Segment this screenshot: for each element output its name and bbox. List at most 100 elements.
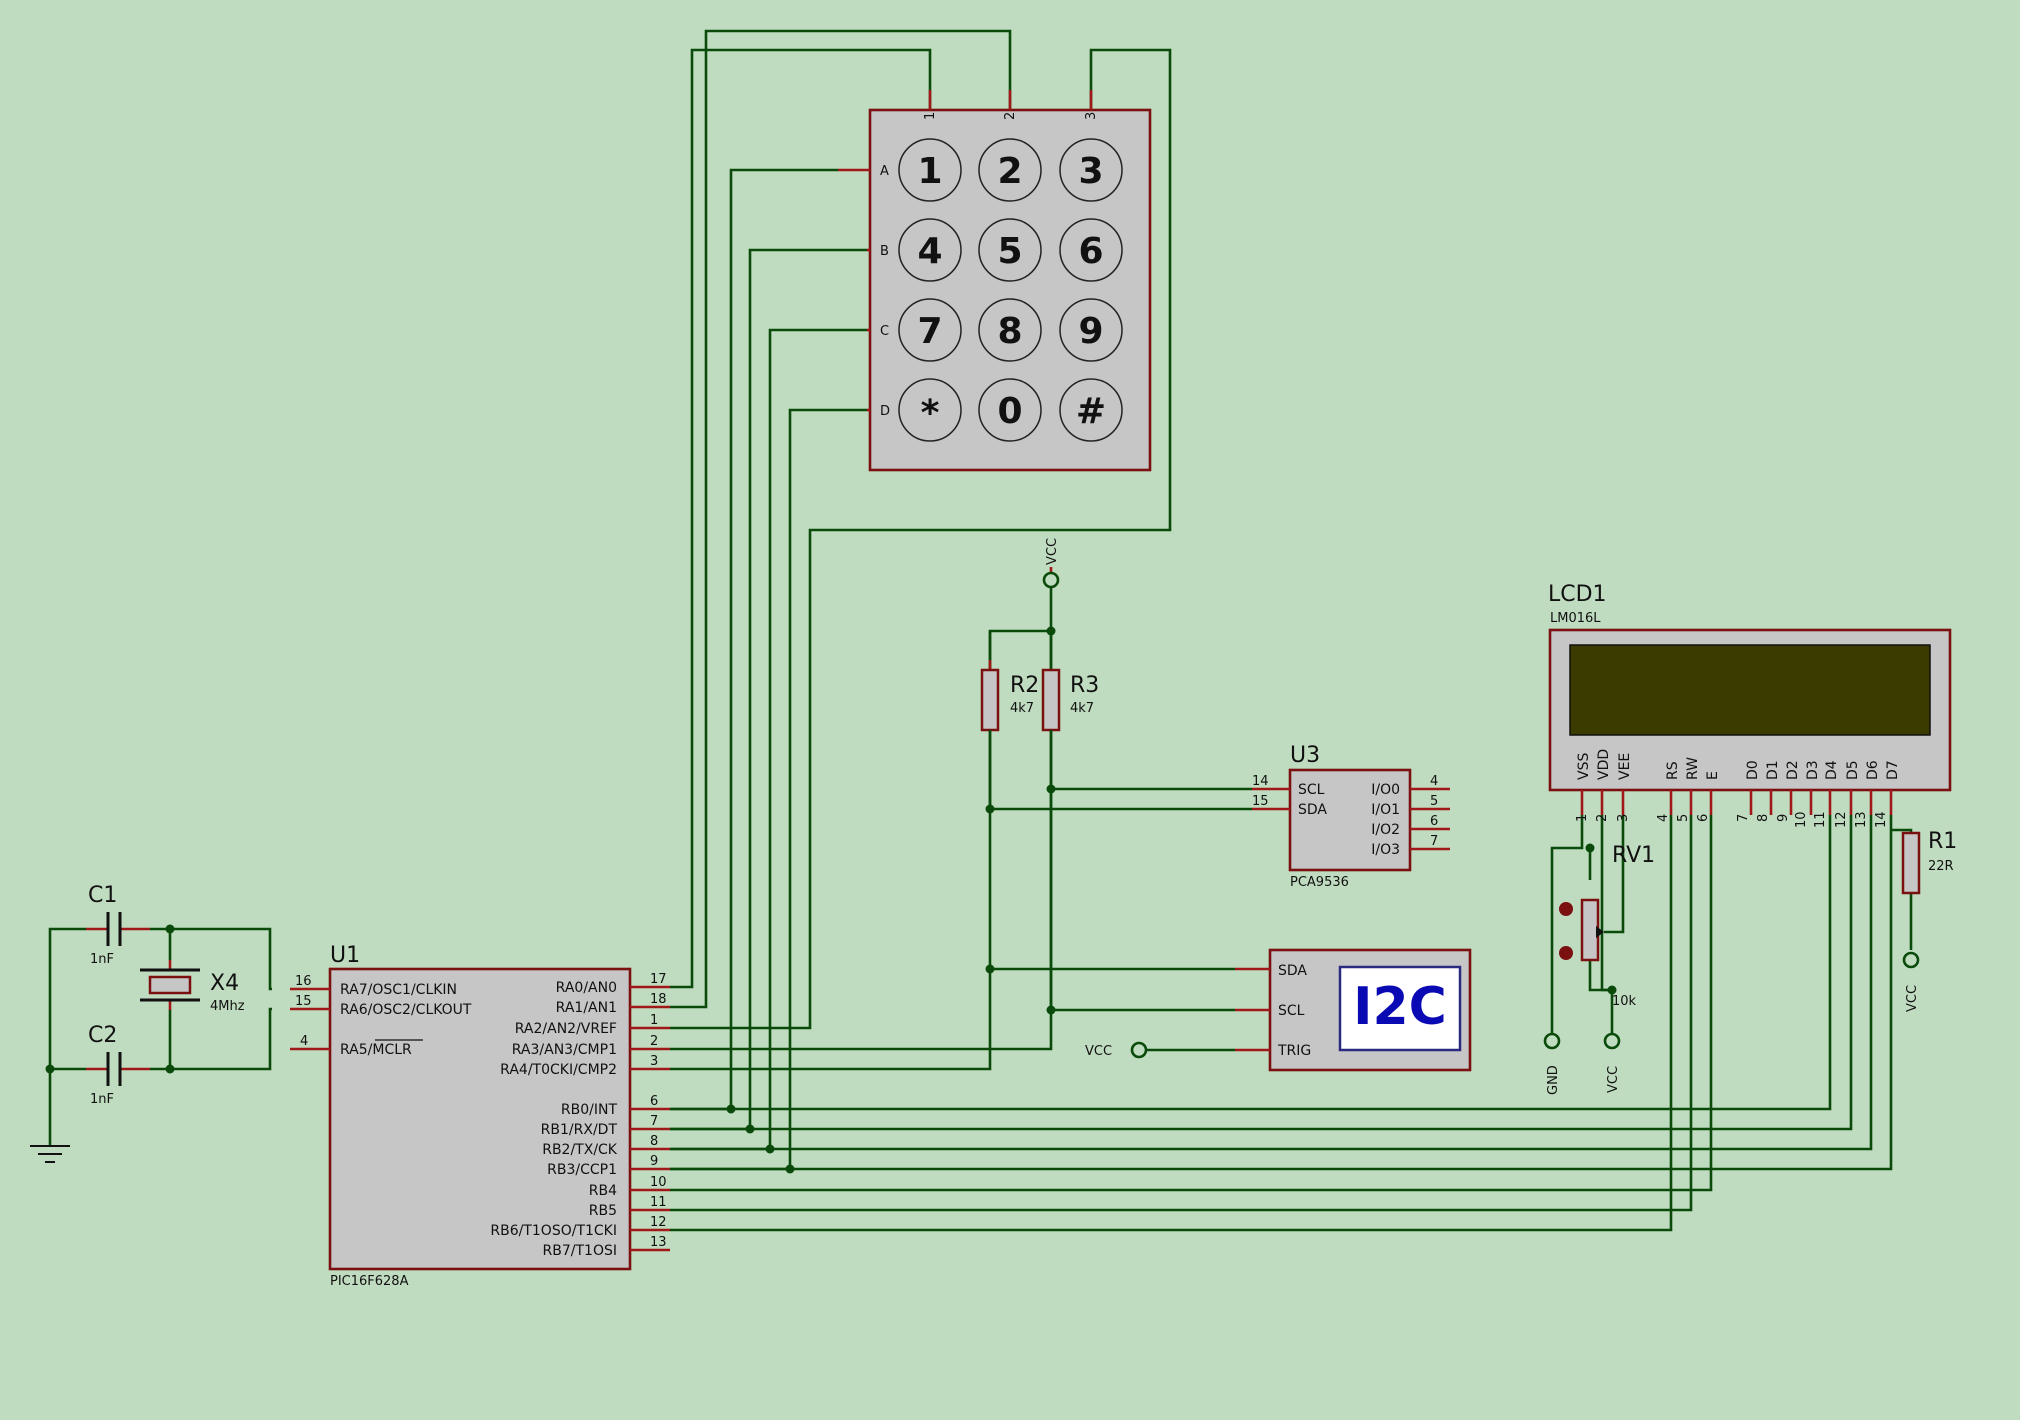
u1-right-pin-lines: [630, 985, 670, 1252]
u3-pin-name: I/O0: [1371, 782, 1400, 798]
crystal-x4[interactable]: X4 4Mhz: [140, 960, 245, 1014]
u3-pin-number: 6: [1430, 814, 1438, 829]
u1-pin-name: RA0/AN0: [556, 980, 617, 996]
keypad-key[interactable]: *: [921, 393, 940, 434]
keypad-col-label: 1: [923, 112, 938, 120]
u1-pin-name: RB4: [589, 1183, 617, 1199]
u3-pin-number: 7: [1430, 834, 1438, 849]
potentiometer-rv1[interactable]: RV1 10k: [1559, 843, 1655, 1009]
lcd-pin-lines: [1580, 790, 1893, 815]
lcd-pin-number: 10: [1794, 811, 1809, 828]
u1-pin-name: RA4/T0CKI/CMP2: [500, 1062, 617, 1078]
u1-pin-name: RA3/AN3/CMP1: [512, 1042, 617, 1058]
u1-pin-name: RB2/TX/CK: [542, 1142, 618, 1158]
vcc-label: VCC: [1606, 1066, 1621, 1093]
u1-pin-number: 18: [650, 992, 667, 1007]
capacitor-c1[interactable]: C1 1nF: [86, 883, 170, 967]
x4-ref: X4: [210, 971, 239, 996]
r1-value: 22R: [1928, 859, 1954, 874]
resistor-r1[interactable]: R1 22R: [1901, 829, 1957, 895]
u1-pin-name: RA2/AN2/VREF: [515, 1021, 617, 1037]
lcd-pin-number: 14: [1874, 811, 1889, 828]
u3-pin-name: I/O2: [1371, 822, 1400, 838]
keypad-keys: [898, 138, 1123, 442]
lcd-pin-name: RW: [1685, 757, 1701, 780]
lcd-pin-number: 5: [1676, 814, 1691, 822]
wires: [48, 29, 1913, 1232]
lcd-pin-number: 9: [1776, 814, 1791, 822]
lcd-pin-number: 2: [1595, 814, 1610, 822]
keypad-key[interactable]: #: [1076, 391, 1106, 432]
vcc-terminal-pullups: VCC: [1042, 538, 1060, 589]
lcd-pin-name: D3: [1805, 760, 1821, 780]
u3-pin-name: I/O1: [1371, 802, 1400, 818]
u3-pin-name: I/O3: [1371, 842, 1400, 858]
lcd-display[interactable]: LCD1 LM016L VSS VDD VEE RS RW E D0 D1 D2…: [1548, 582, 1952, 828]
r1-ref: R1: [1928, 829, 1957, 854]
u3-pin-number: 14: [1252, 774, 1269, 789]
u3-pin-number: 4: [1430, 774, 1438, 789]
lcd-pin-number: 1: [1575, 814, 1590, 822]
lcd-pin-name: D4: [1824, 760, 1840, 780]
lcd-pin-name: RS: [1665, 761, 1681, 780]
keypad-key[interactable]: 4: [917, 231, 942, 272]
c2-ref: C2: [88, 1023, 117, 1048]
keypad-key[interactable]: 7: [917, 311, 942, 352]
lcd-part: LM016L: [1550, 611, 1601, 626]
keypad-key[interactable]: 2: [997, 151, 1022, 192]
u1-pin-number: 8: [650, 1134, 658, 1149]
u1-pin-name: RA1/AN1: [556, 1000, 617, 1016]
resistor-r2[interactable]: R2 4k7: [980, 660, 1039, 809]
keypad-key[interactable]: 6: [1078, 231, 1103, 272]
u3-pin-number: 5: [1430, 794, 1438, 809]
vcc-terminal-r1: VCC: [1902, 951, 1920, 1012]
keypad[interactable]: 1 2 3 A B C D 1 2 3 4 5 6: [838, 90, 1152, 472]
u1-pin-number: 3: [650, 1054, 658, 1069]
u1-pin-number: 12: [650, 1215, 667, 1230]
u1-pin-number: 7: [650, 1114, 658, 1129]
gnd-terminal-lcd: GND: [1543, 1032, 1561, 1095]
resistor-r3[interactable]: R3 4k7: [1041, 668, 1099, 1010]
r3-ref: R3: [1070, 673, 1099, 698]
u3-pin-number: 15: [1252, 794, 1269, 809]
junctions: [45, 626, 1617, 1174]
lcd-pin-name: D2: [1785, 760, 1801, 780]
u1-pin-name: RB5: [589, 1203, 617, 1219]
c1-ref: C1: [88, 883, 117, 908]
io-expander-u3[interactable]: U3 PCA9536 14 15 SCL SDA 4 5 6 7 I/O0 I/…: [1252, 743, 1450, 890]
vcc-label: VCC: [1045, 538, 1060, 565]
u1-pin-number: 9: [650, 1154, 658, 1169]
keypad-key[interactable]: 1: [917, 151, 942, 192]
u1-pin-number: 16: [295, 974, 312, 989]
rv1-ref: RV1: [1612, 843, 1655, 868]
u1-pin-number: 17: [650, 972, 667, 987]
lcd-pin-number: 4: [1656, 814, 1671, 822]
u1-pin-name: RB0/INT: [561, 1102, 618, 1118]
lcd-pin-name: VSS: [1576, 753, 1592, 780]
u3-pin-name: SCL: [1298, 782, 1325, 798]
keypad-key[interactable]: 5: [997, 231, 1022, 272]
u1-part: PIC16F628A: [330, 1274, 409, 1289]
lcd-pin-number: 6: [1696, 814, 1711, 822]
lcd-pin-name: D6: [1865, 760, 1881, 780]
u3-right-pin-lines: [1410, 787, 1450, 851]
keypad-col-label: 3: [1084, 112, 1099, 120]
x4-value: 4Mhz: [210, 999, 245, 1014]
u1-pin-number: 11: [650, 1195, 667, 1210]
keypad-col-label: 2: [1003, 112, 1018, 120]
keypad-key[interactable]: 9: [1078, 311, 1103, 352]
keypad-key[interactable]: 0: [997, 391, 1022, 432]
capacitor-c2[interactable]: C2 1nF: [86, 1023, 170, 1107]
keypad-key[interactable]: 3: [1078, 151, 1103, 192]
c2-value: 1nF: [90, 1092, 114, 1107]
u1-pin-number: 4: [300, 1034, 308, 1049]
lcd-pin-name: E: [1705, 771, 1721, 780]
r2-value: 4k7: [1010, 701, 1034, 716]
r3-value: 4k7: [1070, 701, 1094, 716]
microcontroller-u1[interactable]: U1 PIC16F628A 16 15 4 RA7/OSC1/CLKIN RA6…: [290, 943, 670, 1289]
u1-ref: U1: [330, 943, 360, 968]
i2c-debugger[interactable]: SDA SCL TRIG I2C: [1235, 948, 1472, 1072]
i2c-pin-name: SDA: [1278, 963, 1307, 979]
lcd-pin-name: VEE: [1617, 753, 1633, 780]
keypad-key[interactable]: 8: [997, 311, 1022, 352]
